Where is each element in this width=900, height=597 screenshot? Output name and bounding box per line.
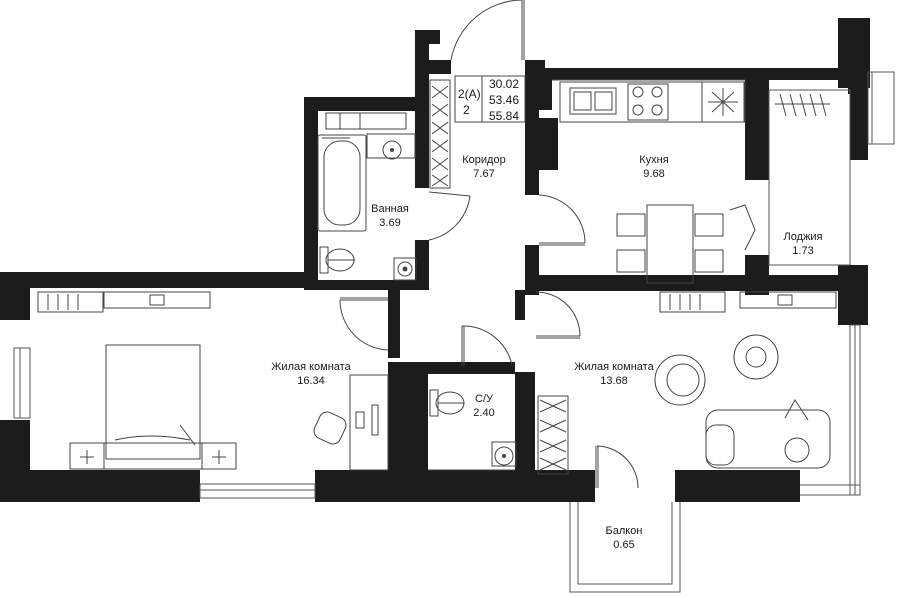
room-area-corridor: 7.67 xyxy=(473,168,494,180)
doors xyxy=(339,0,756,489)
room-area-toilet: 2.40 xyxy=(473,407,494,419)
room-name-corridor: Коридор xyxy=(462,154,505,166)
bathtub-icon xyxy=(317,134,367,232)
sink-icon xyxy=(366,133,416,159)
washing-machine-icon xyxy=(393,257,417,281)
furniture xyxy=(37,75,837,475)
desk-icon xyxy=(349,374,389,471)
apartment-floor: 2 xyxy=(463,103,470,117)
room-name-living-1: Жилая комната xyxy=(271,361,351,373)
drying-rack-icon xyxy=(775,93,830,117)
apartment-type: 2(А) xyxy=(458,87,481,101)
bed-icon xyxy=(69,344,237,470)
stove-icon xyxy=(627,83,669,121)
wardrobe-icon-2 xyxy=(537,395,569,475)
room-name-living-2: Жилая комната xyxy=(574,361,654,373)
room-labels: Коридор 7.67 Ванная 3.69 Кухня 9.68 Лодж… xyxy=(271,154,822,551)
tv-stand-icon-2 xyxy=(739,291,837,309)
room-area-loggia: 1.73 xyxy=(792,245,813,257)
dining-table-icon xyxy=(646,204,694,284)
room-name-loggia: Лоджия xyxy=(784,231,823,243)
shelf-icon-2 xyxy=(659,291,726,313)
shelf-icon xyxy=(37,291,104,313)
room-area-balcony: 0.65 xyxy=(613,539,634,551)
area-with-balcony: 55.84 xyxy=(489,109,519,123)
room-area-bathroom: 3.69 xyxy=(379,217,400,229)
windows xyxy=(13,71,895,593)
armchair-icon xyxy=(654,354,706,406)
area-total: 53.46 xyxy=(489,93,519,107)
toilet-icon xyxy=(429,389,465,417)
room-name-balcony: Балкон xyxy=(606,525,643,537)
room-name-bathroom: Ванная xyxy=(371,203,409,215)
round-table-icon xyxy=(733,334,779,380)
toilet-sink-icon xyxy=(491,441,517,467)
toilet-icon-bath xyxy=(319,246,355,274)
tv-stand-icon xyxy=(103,291,211,309)
kitchen-counter xyxy=(559,81,746,123)
area-living: 30.02 xyxy=(489,77,519,91)
fridge-icon xyxy=(701,81,745,123)
room-area-living-2: 13.68 xyxy=(600,375,628,387)
walls xyxy=(0,18,870,502)
room-name-kitchen: Кухня xyxy=(639,154,668,166)
kitchen-sink-icon xyxy=(569,87,617,115)
sofa-icon xyxy=(705,409,831,469)
office-chair-icon xyxy=(313,411,347,445)
room-area-kitchen: 9.68 xyxy=(643,168,664,180)
apartment-info: 2(А) 2 30.02 53.46 55.84 xyxy=(458,77,519,123)
person-icon xyxy=(784,399,810,463)
room-area-living-1: 16.34 xyxy=(297,375,325,387)
room-name-toilet: С/У xyxy=(475,393,494,405)
wardrobe-icon xyxy=(429,79,451,189)
